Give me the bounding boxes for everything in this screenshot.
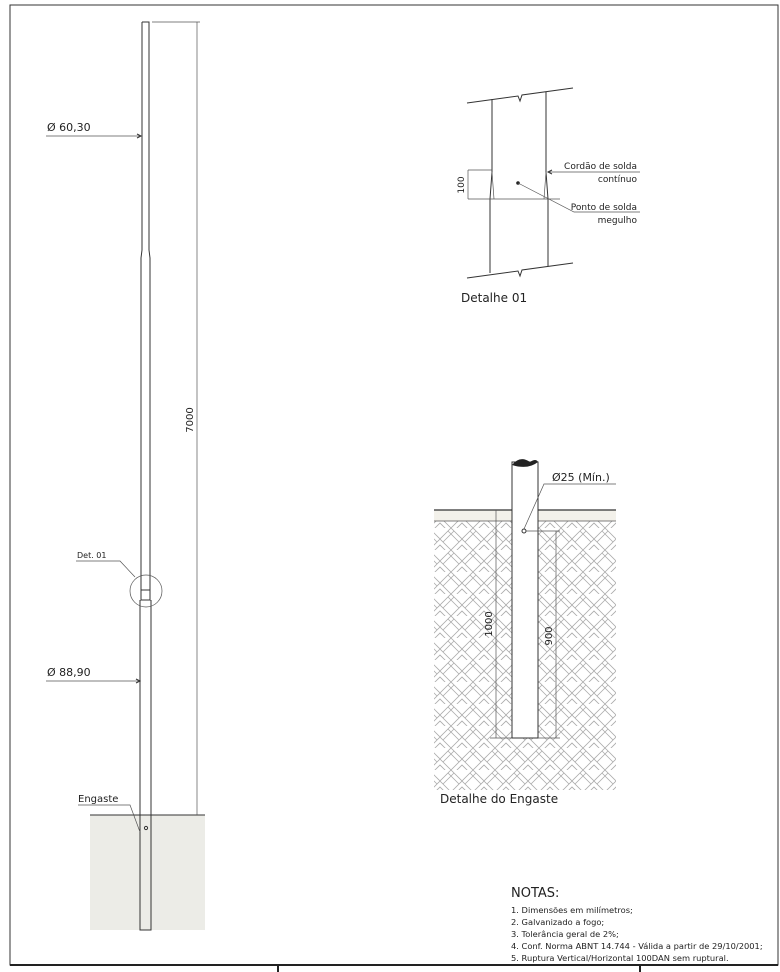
- hole-marker: [143, 825, 149, 831]
- height-dimension: 7000: [185, 407, 196, 432]
- detail-01: 100 Cordão de solda contínuo Ponto de so…: [457, 87, 640, 305]
- weld-point-label-2: megulho: [598, 216, 638, 226]
- detail-engaste-title: Detalhe do Engaste: [440, 792, 558, 806]
- notes: NOTAS: 1. Dimensões em milímetros; 2. Ga…: [511, 886, 763, 963]
- drawing-frame: [9, 4, 779, 972]
- main-pole-elevation: 7000 Ø 60,30 Ø 88,90 Det. 01 Engaste: [46, 21, 205, 931]
- note-item: 5. Ruptura Vertical/Horizontal 100DAN se…: [511, 953, 729, 963]
- detail-01-title: Detalhe 01: [461, 291, 527, 305]
- ground-block: [90, 815, 205, 930]
- weld-bead-label-2: contínuo: [598, 175, 638, 185]
- notes-title: NOTAS:: [511, 886, 559, 901]
- diameter-bottom-label: Ø 88,90: [47, 666, 91, 679]
- engaste-label: Engaste: [78, 794, 118, 805]
- detail-ref-label: Det. 01: [77, 551, 106, 560]
- diameter-top-label: Ø 60,30: [47, 121, 91, 134]
- note-item: 1. Dimensões em milímetros;: [511, 905, 633, 915]
- weld-dimension: 100: [457, 176, 467, 193]
- hole-height-dimension: 900: [544, 626, 555, 645]
- note-item: 4. Conf. Norma ABNT 14.744 - Válida a pa…: [511, 941, 763, 951]
- note-item: 2. Galvanizado a fogo;: [511, 917, 604, 927]
- detail-circle: [129, 574, 163, 608]
- weld-bead-label-1: Cordão de solda: [564, 162, 637, 172]
- note-item: 3. Tolerância geral de 2%;: [511, 929, 619, 939]
- weld-point-label-1: Ponto de solda: [571, 203, 637, 213]
- embed-depth-dimension: 1000: [484, 611, 495, 636]
- detail-engaste: Ø25 (Mín.) 1000 900 Detalhe do Engaste: [434, 459, 616, 806]
- hole-diameter-label: Ø25 (Mín.): [552, 471, 610, 484]
